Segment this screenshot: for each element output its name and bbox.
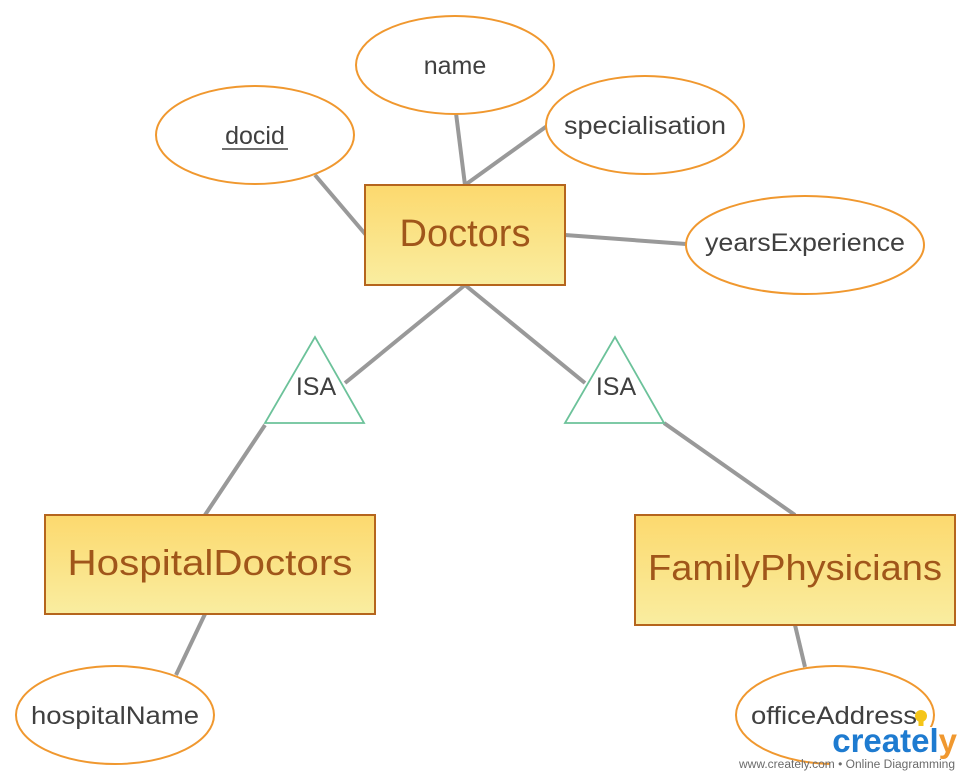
entity-doctors[interactable]: Doctors: [364, 184, 566, 286]
attribute-specialisation-label: specialisation: [564, 112, 726, 140]
attribute-hospitalname-shape: [15, 665, 215, 765]
attribute-specialisation-shape: [545, 75, 745, 175]
attribute-officeaddress-label: officeAddress: [751, 702, 917, 730]
entity-hospitaldoctors-label: HospitalDoctors: [68, 542, 353, 583]
attribute-name-shape: [355, 15, 555, 115]
isa-right-triangle: [563, 335, 666, 424]
isa-left-triangle: [263, 335, 366, 424]
entity-familyphysicians-box: [634, 514, 956, 626]
attribute-docid[interactable]: docid: [155, 85, 355, 185]
watermark-backdrop: [830, 727, 968, 779]
connector-specialisation-doctors: [463, 124, 549, 187]
isa-right[interactable]: ISA: [563, 335, 666, 424]
creately-tagline: www.creately.com • Online Diagramming: [738, 759, 955, 771]
attribute-docid-label: docid: [225, 122, 285, 150]
creately-logo-prefix: createl: [832, 722, 938, 759]
entity-familyphysicians[interactable]: FamilyPhysicians: [634, 514, 956, 626]
attribute-name-label: name: [424, 52, 487, 80]
entity-hospitaldoctors-box: [44, 514, 376, 615]
connector-isa-left-hospitaldoctors: [203, 423, 267, 517]
lightbulb-icon: [915, 710, 927, 722]
entity-hospitaldoctors[interactable]: HospitalDoctors: [44, 514, 376, 615]
connector-isa-right-familyphysicians: [662, 421, 797, 517]
connector-docid-doctors: [313, 173, 368, 237]
creately-logo-suffix: y: [939, 722, 958, 759]
isa-right-label: ISA: [596, 373, 637, 401]
connector-hospitaldoctors-hospitalname: [174, 613, 207, 676]
connector-name-doctors: [454, 112, 467, 186]
attribute-yearsexperience[interactable]: yearsExperience: [685, 195, 925, 295]
attribute-name[interactable]: name: [355, 15, 555, 115]
connector-doctors-isa-left: [343, 283, 467, 385]
attribute-docid-shape: [155, 85, 355, 185]
isa-left[interactable]: ISA: [263, 335, 366, 424]
attribute-specialisation[interactable]: specialisation: [545, 75, 745, 175]
isa-left-label: ISA: [296, 373, 337, 401]
attribute-yearsexperience-shape: [685, 195, 925, 295]
entity-familyphysicians-label: FamilyPhysicians: [648, 547, 942, 588]
attribute-yearsexperience-label: yearsExperience: [705, 229, 905, 257]
lightbulb-base: [918, 721, 924, 726]
attribute-hospitalname[interactable]: hospitalName: [15, 665, 215, 765]
connectors: [174, 112, 807, 676]
attribute-hospitalname-label: hospitalName: [31, 702, 199, 730]
entity-doctors-box: [364, 184, 566, 286]
creately-watermark: creately www.creately.com • Online Diagr…: [738, 710, 968, 779]
connector-familyphysicians-officeaddress: [793, 624, 807, 668]
connector-doctors-isa-right: [463, 283, 587, 385]
connector-doctors-yearsexperience: [564, 233, 687, 246]
entity-doctors-label: Doctors: [400, 213, 531, 255]
creately-logo: creately: [832, 722, 957, 759]
